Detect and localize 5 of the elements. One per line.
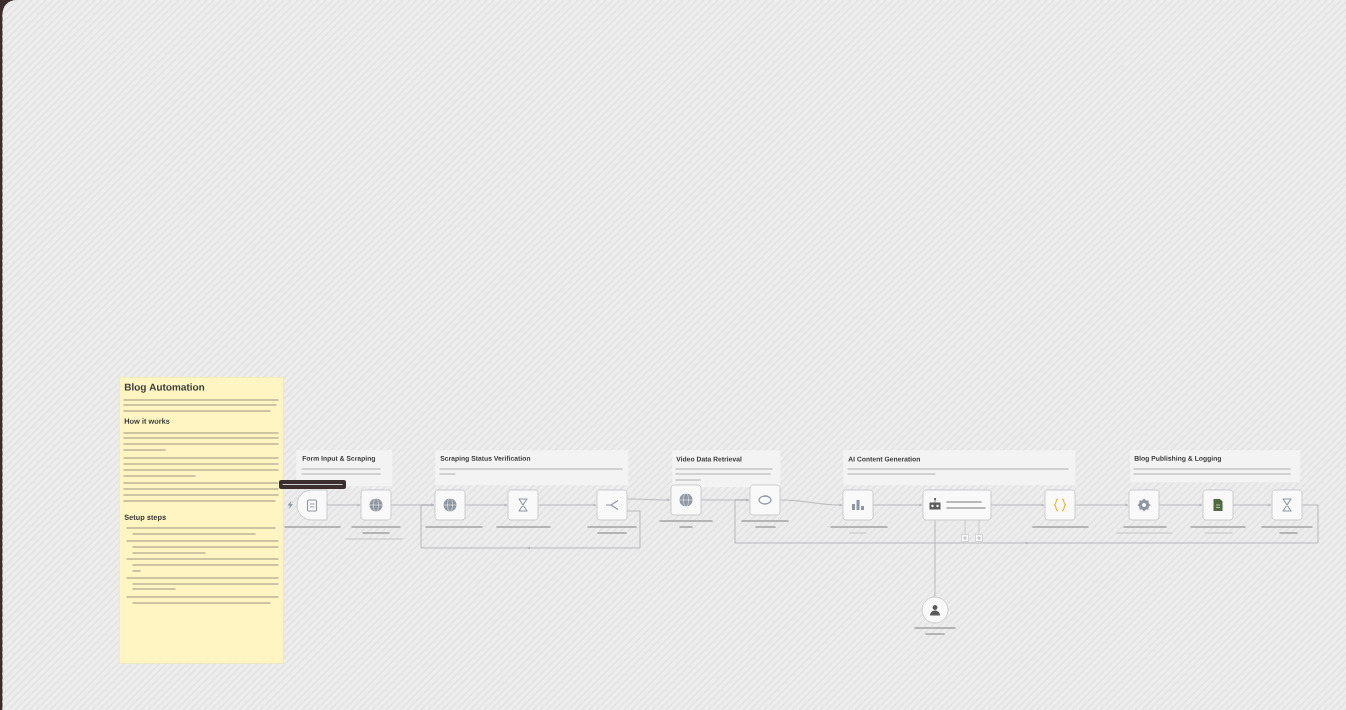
connector-arrow	[779, 499, 843, 507]
connector-arrow	[734, 498, 1319, 545]
connector-arrow	[420, 503, 641, 550]
note-heading: Blog Automation	[124, 383, 205, 393]
connector-arrow	[626, 498, 671, 502]
